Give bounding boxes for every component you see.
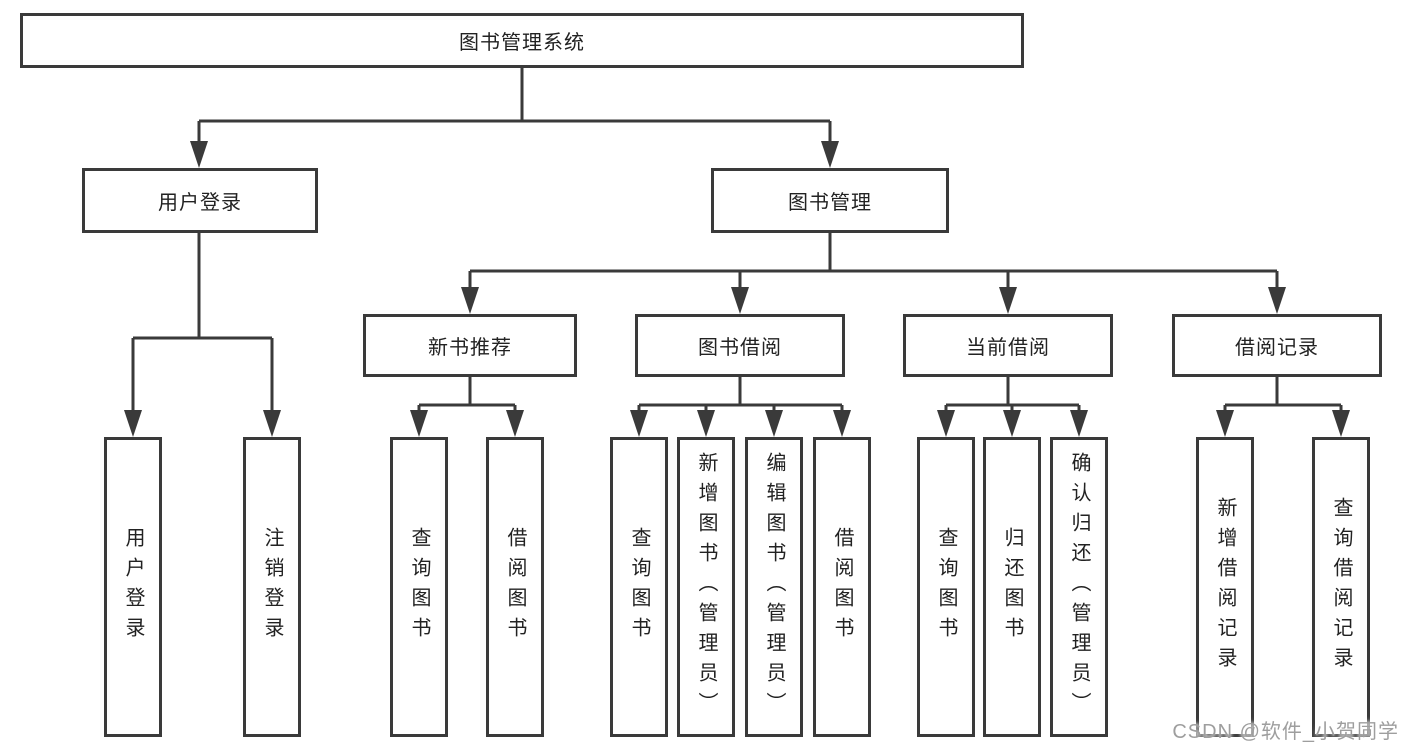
leaf-query-books-borrow: 查询图书 — [610, 437, 668, 737]
watermark-text: CSDN @软件_小贺同学 — [1172, 721, 1399, 743]
node-book-management: 图书管理 — [711, 168, 949, 233]
node-borrow-records: 借阅记录 — [1172, 314, 1382, 377]
leaf-edit-books-admin: 编辑图书（管理员） — [745, 437, 803, 737]
leaf-query-books-current: 查询图书 — [917, 437, 975, 737]
leaf-borrow-books: 借阅图书 — [813, 437, 871, 737]
node-root-library-system: 图书管理系统 — [20, 13, 1024, 68]
node-user-login: 用户登录 — [82, 168, 318, 233]
leaf-user-login: 用户登录 — [104, 437, 162, 737]
leaf-add-books-admin: 新增图书（管理员） — [677, 437, 735, 737]
leaf-query-books-recommend: 查询图书 — [390, 437, 448, 737]
leaf-add-borrow-record: 新增借阅记录 — [1196, 437, 1254, 737]
leaf-query-borrow-record: 查询借阅记录 — [1312, 437, 1370, 737]
leaf-confirm-return-admin: 确认归还（管理员） — [1050, 437, 1108, 737]
leaf-logout: 注销登录 — [243, 437, 301, 737]
node-new-book-recommend: 新书推荐 — [363, 314, 577, 377]
leaf-return-books: 归还图书 — [983, 437, 1041, 737]
node-current-borrow: 当前借阅 — [903, 314, 1113, 377]
node-book-borrow: 图书借阅 — [635, 314, 845, 377]
leaf-borrow-books-recommend: 借阅图书 — [486, 437, 544, 737]
